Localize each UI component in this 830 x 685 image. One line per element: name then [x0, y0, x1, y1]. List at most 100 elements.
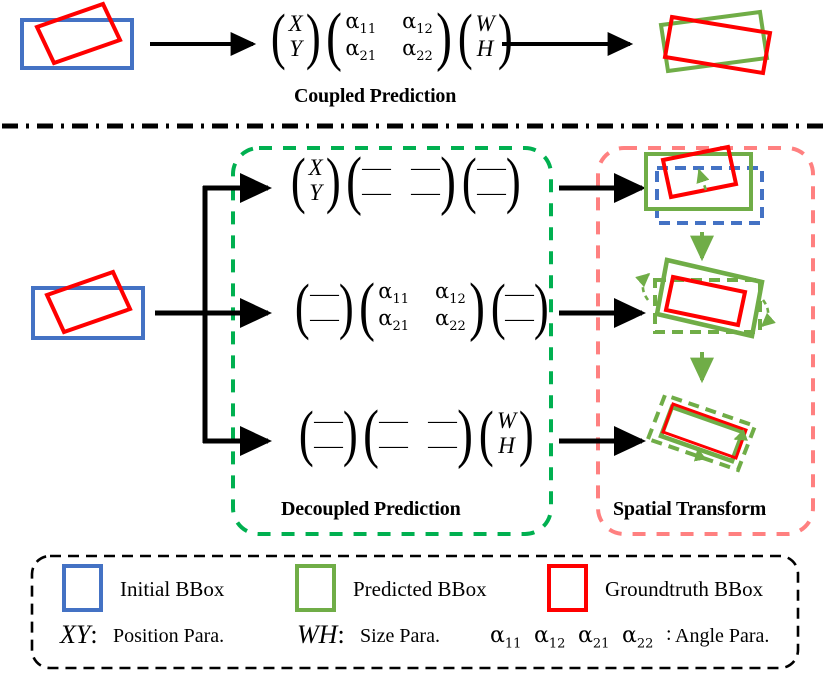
coupled-initial-bbox — [20, 1, 134, 70]
r3-m21: — — [379, 432, 409, 458]
matrix-alpha: α11 α12 α21 α22 — [345, 10, 432, 64]
paren-open-r1-xy: ( — [290, 146, 306, 215]
r2-alpha-21: α21 — [378, 306, 410, 335]
paren-close-r1-xy: ) — [325, 146, 341, 215]
paren-open-r1-mat: ( — [346, 144, 363, 217]
stage1-shift-arrow — [696, 168, 710, 191]
legend-swatch-groundtruth — [547, 564, 588, 612]
stage2-predicted-bbox — [654, 257, 765, 339]
stage1-groundtruth-bbox — [660, 144, 739, 200]
r2-alpha-22: α22 — [435, 306, 466, 335]
paren-close-xy: ) — [305, 3, 321, 72]
coupled-groundtruth-bbox — [34, 1, 123, 66]
stage2-groundtruth-bbox — [663, 274, 748, 328]
paren-open-r2-wh: ( — [490, 273, 506, 342]
legend-symbol-wh-text: WH — [297, 620, 338, 649]
decoupled-position-equation: ( X Y ) ( — — — — ) ( — — ) — [288, 144, 524, 217]
r2-vector-right: — — — [506, 282, 535, 332]
r2-vector-left-top: — — [309, 281, 339, 307]
r3-m22: — — [428, 432, 458, 458]
alpha-11: α11 — [345, 9, 377, 38]
r2-vector-right-top: — — [505, 281, 535, 307]
r2-vector-left-bottom: — — [309, 306, 339, 332]
r1-matrix: — — — — — [362, 154, 441, 206]
decoupled-groundtruth-bbox — [44, 269, 133, 335]
paren-close-r1-wh: ) — [505, 146, 521, 215]
paren-close-alpha: ) — [435, 0, 452, 74]
r1-m12: — — [411, 154, 441, 180]
legend-swatch-predicted — [295, 564, 336, 612]
r1-m22: — — [411, 179, 441, 205]
rotation-arc-right — [760, 299, 776, 328]
legend-colon-angle: : — [666, 623, 672, 645]
paren-close-r3-wh: ) — [519, 399, 534, 468]
legend-label-size-para: Size Para. — [360, 625, 440, 647]
legend-symbol-xy: XY: — [60, 620, 98, 650]
coupled-predicted-bbox — [658, 9, 770, 74]
r3-vector-right: W H — [496, 407, 517, 459]
r3-matrix: — — — — — [379, 407, 458, 459]
legend-label-initial: Initial BBox — [120, 577, 225, 601]
legend-label-predicted: Predicted BBox — [353, 577, 487, 601]
r2-matrix: α11 α12 α21 α22 — [378, 280, 465, 334]
r1-vector-left-bottom: Y — [309, 179, 323, 205]
coupled-prediction-title: Coupled Prediction — [294, 85, 457, 107]
r1-vector-right-top: — — [477, 154, 506, 180]
r1-vector-left-top: X — [308, 154, 323, 180]
paren-open-wh: ( — [457, 3, 473, 72]
paren-open-xy: ( — [270, 3, 286, 72]
legend-symbol-alpha-21: α21 — [578, 623, 610, 652]
r3-vector-right-top: W — [496, 407, 517, 433]
alpha-12: α12 — [402, 9, 433, 38]
legend-colon-xy: : — [90, 620, 98, 649]
paren-close-r3-xy: ) — [342, 399, 358, 468]
vector-xy-bottom: Y — [289, 36, 303, 62]
coupled-result-groundtruth-bbox — [662, 14, 773, 76]
legend-symbol-wh: WH: — [297, 620, 345, 650]
paren-open-r3-xy: ( — [298, 399, 314, 468]
decoupled-size-equation: ( — — ) ( — — — — ) ( W H ) — [296, 397, 537, 470]
paren-close-r1-mat: ) — [440, 144, 457, 217]
paren-open-r3-mat: ( — [363, 397, 380, 470]
legend-label-groundtruth: Groundtruth BBox — [605, 577, 764, 601]
r1-m21: — — [362, 179, 392, 205]
r3-m11: — — [379, 407, 409, 433]
vector-wh-bottom: H — [476, 36, 494, 62]
paren-close-r3-mat: ) — [457, 397, 474, 470]
stage1-initial-bbox — [655, 166, 764, 225]
legend-panel — [30, 554, 800, 670]
alpha-22: α22 — [402, 36, 433, 65]
decoupled-prediction-panel — [231, 146, 553, 536]
r3-vector-right-bottom: H — [498, 432, 515, 458]
transform-stage-scaling — [645, 392, 758, 473]
paren-close-r2-mat: ) — [468, 270, 485, 344]
r2-vector-right-bottom: — — [505, 306, 535, 332]
legend-symbol-xy-text: XY — [60, 620, 91, 649]
vector-wh-top: W — [475, 11, 495, 37]
r3-vector-left: — — — [313, 408, 343, 459]
spatial-transform-title: Spatial Transform — [613, 498, 767, 520]
branch-arrows — [155, 173, 273, 456]
alpha-21: α21 — [345, 36, 377, 65]
legend-symbol-alpha-12: α12 — [534, 623, 566, 652]
vector-xy: X Y — [289, 12, 303, 62]
transform-stage-translation — [644, 144, 764, 262]
vector-wh: W H — [475, 12, 494, 62]
scale-arrow-horizontal — [733, 429, 748, 441]
paren-close-r2-xy: ) — [338, 273, 354, 342]
paren-close-r2-wh: ) — [534, 273, 550, 342]
paren-open-r2-xy: ( — [294, 273, 310, 342]
coupled-result-bboxes — [658, 9, 773, 76]
r1-vector-right-bottom: — — [477, 179, 506, 205]
decoupled-angle-equation: ( — — ) ( α11 α12 α21 α22 ) ( — — ) — [292, 270, 552, 344]
legend-label-position-para: Position Para. — [113, 625, 225, 647]
paren-open-r3-wh: ( — [479, 399, 495, 468]
legend-symbol-alpha-11: α11 — [490, 623, 522, 652]
r2-vector-left: — — — [309, 281, 339, 332]
r3-vector-left-bottom: — — [313, 432, 343, 458]
paren-close-wh: ) — [497, 3, 513, 72]
r3-m12: — — [428, 407, 458, 433]
scale-arrow-vertical — [693, 447, 707, 462]
